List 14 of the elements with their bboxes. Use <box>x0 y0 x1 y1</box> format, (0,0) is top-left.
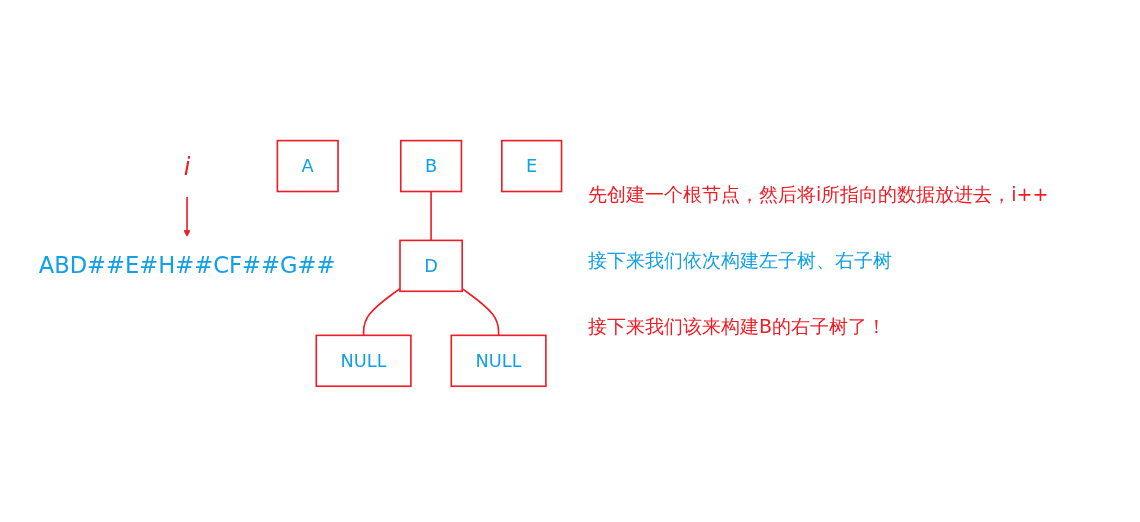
node-text: i <box>183 151 191 181</box>
node-box: A <box>276 139 339 193</box>
note-text: 接下来我们该来构建B的右子树了！ <box>588 314 888 339</box>
node-text: ABD##E#H##CF##G## <box>38 252 336 279</box>
note-text: 接下来我们依次构建左子树、右子树 <box>588 248 893 273</box>
node-box: NULL <box>450 334 547 388</box>
node-box: D <box>399 239 463 293</box>
connector <box>362 287 401 337</box>
note-text: 先创建一个根节点，然后将i所指向的数据放进去，i++ <box>588 182 1050 207</box>
node-box: NULL <box>315 334 412 388</box>
connector <box>430 190 432 242</box>
node-box: B <box>399 139 463 193</box>
node-box: E <box>501 139 563 193</box>
arrow <box>183 195 191 238</box>
